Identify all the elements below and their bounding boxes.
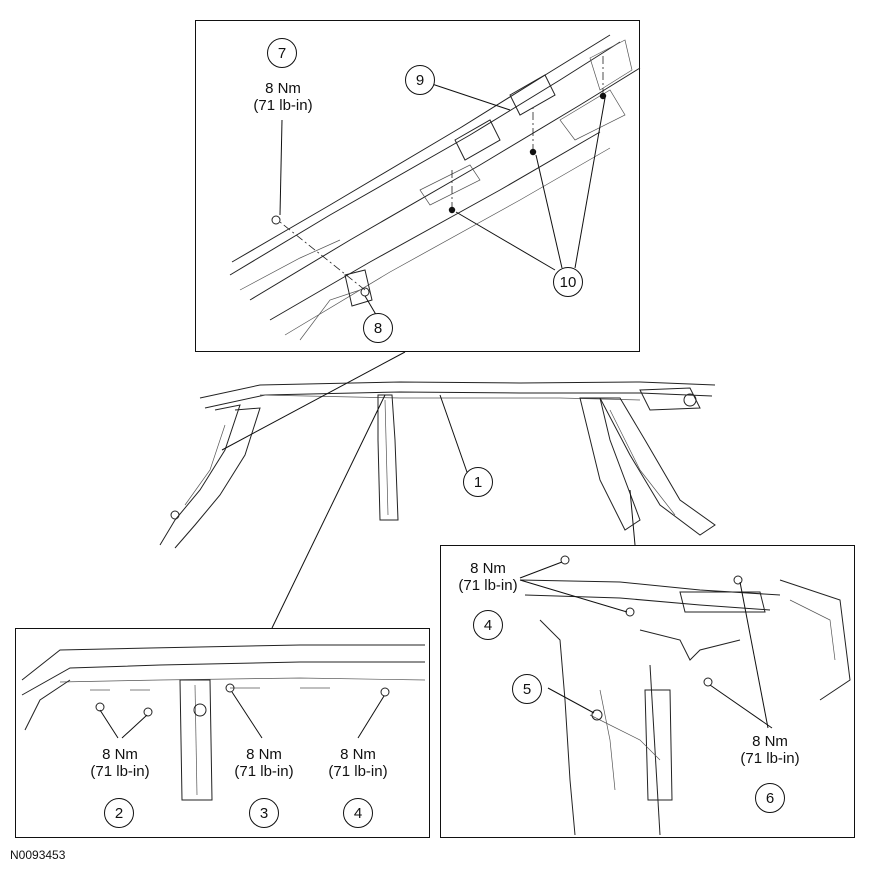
a-pillar-detail-art [229,34,641,341]
callout-5: 5 [512,674,542,704]
torque-lbin: (71 lb-in) [234,763,294,780]
callout-2-label: 2 [114,804,124,822]
callout-1-label: 1 [473,473,483,491]
callout-8-label: 8 [373,319,383,337]
callout-6-label: 6 [765,789,775,807]
torque-lbin: (71 lb-in) [328,763,388,780]
detail-panel-bottom-right [440,545,855,838]
torque-spec-7: 8 Nm (71 lb-in) [253,80,312,114]
callout-6: 6 [755,783,785,813]
torque-spec-6: 8 Nm (71 lb-in) [740,733,799,767]
callout-7: 7 [267,38,297,68]
torque-lbin: (71 lb-in) [253,97,313,114]
callout-9: 9 [405,65,435,95]
roof-frame-art [159,351,716,629]
callout-4-right: 4 [473,610,503,640]
callout-10: 10 [553,267,583,297]
callout-1: 1 [463,467,493,497]
callout-4-left-label: 4 [353,804,363,822]
callout-10-label: 10 [559,273,577,291]
callout-9-label: 9 [415,71,425,89]
c-pillar-detail-art [519,555,851,836]
torque-nm: 8 Nm [752,733,788,750]
callout-3-label: 3 [259,804,269,822]
torque-nm: 8 Nm [246,746,282,763]
torque-nm: 8 Nm [340,746,376,763]
b-pillar-detail-art [21,644,426,801]
torque-lbin: (71 lb-in) [90,763,150,780]
torque-spec-4-left: 8 Nm (71 lb-in) [328,746,387,780]
figure-id: N0093453 [10,848,66,862]
torque-lbin: (71 lb-in) [740,750,800,767]
torque-spec-3: 8 Nm (71 lb-in) [234,746,293,780]
torque-spec-2: 8 Nm (71 lb-in) [90,746,149,780]
callout-4-right-label: 4 [483,616,493,634]
callout-5-label: 5 [522,680,532,698]
torque-spec-4-right: 8 Nm (71 lb-in) [458,560,517,594]
callout-7-label: 7 [277,44,287,62]
torque-nm: 8 Nm [102,746,138,763]
callout-3: 3 [249,798,279,828]
callout-8: 8 [363,313,393,343]
torque-nm: 8 Nm [470,560,506,577]
callout-4-left: 4 [343,798,373,828]
callout-2: 2 [104,798,134,828]
torque-lbin: (71 lb-in) [458,577,518,594]
torque-nm: 8 Nm [265,80,301,97]
